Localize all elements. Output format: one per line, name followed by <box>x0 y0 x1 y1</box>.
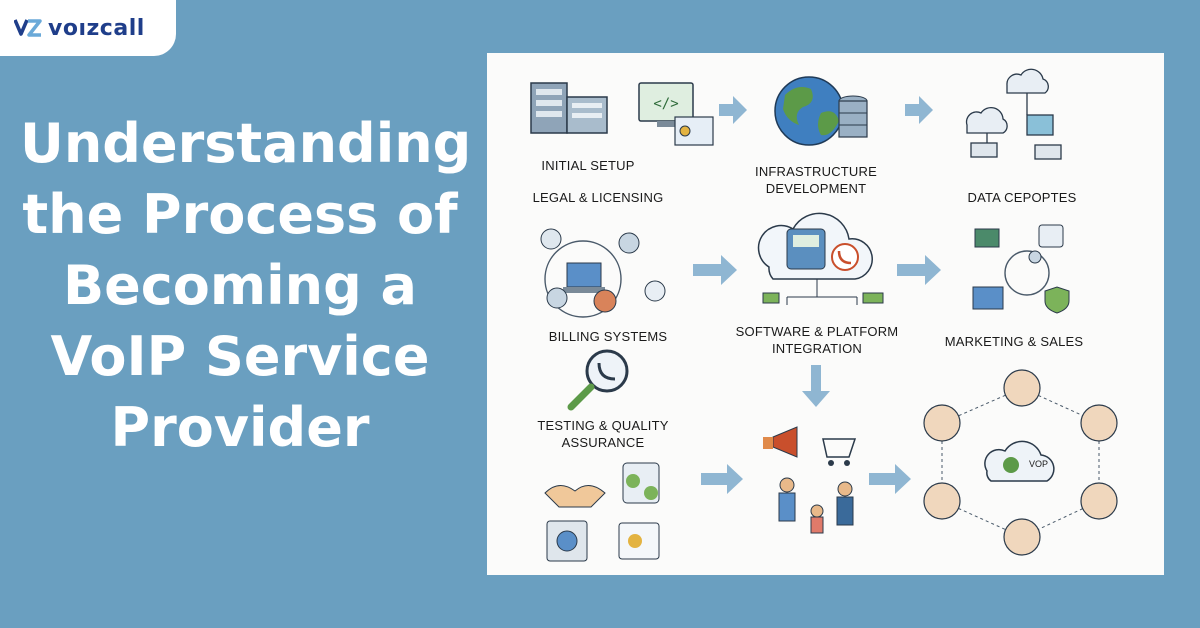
step-billing: BILLING SYSTEMS <box>548 329 668 344</box>
legal-licensing-icon <box>540 228 666 318</box>
brand-logo[interactable]: voızcall <box>0 0 176 56</box>
process-infographic: </> <box>487 53 1164 575</box>
step-initial-setup: INITIAL SETUP <box>541 158 635 173</box>
partnership-icon <box>544 462 660 562</box>
step-marketing: MARKETING & SALES <box>944 334 1084 349</box>
arrow-icon <box>869 464 911 494</box>
code-monitor-icon: </> <box>638 82 714 146</box>
page-title: Understanding the Process of Becoming a … <box>20 112 472 459</box>
step-data-centers: DATA CEPOPTES <box>967 190 1077 205</box>
svg-text:</>: </> <box>653 96 678 112</box>
magnifier-phone-icon <box>567 349 629 411</box>
megaphone-cart-icon <box>763 426 857 466</box>
step-infrastructure: INFRASTRUCTURE DEVELOPMENT <box>755 164 877 196</box>
cloud-network-icon <box>965 68 1062 160</box>
arrow-icon <box>693 255 737 285</box>
brand-name: voızcall <box>48 15 145 41</box>
flow-arrows <box>693 96 941 494</box>
server-rack-icon <box>530 82 608 134</box>
arrow-icon <box>897 255 941 285</box>
marketing-icon <box>972 224 1070 314</box>
arrow-icon <box>802 365 830 407</box>
cloud-label: VOP <box>1029 459 1048 469</box>
team-people-icon <box>778 477 854 534</box>
infographic-artwork: </> <box>530 68 1118 562</box>
cloud-phone-icon <box>757 212 884 305</box>
arrow-icon <box>719 96 747 124</box>
customer-network-icon: VOP <box>923 369 1118 556</box>
step-testing: TESTING & QUALITY ASSURANCE <box>537 418 669 450</box>
arrow-icon <box>701 464 743 494</box>
arrow-icon <box>905 96 933 124</box>
step-legal: LEGAL & LICENSING <box>532 190 664 205</box>
voizcall-logo-icon <box>14 19 42 37</box>
step-software: SOFTWARE & PLATFORM INTEGRATION <box>735 324 899 356</box>
globe-icon <box>774 76 868 146</box>
